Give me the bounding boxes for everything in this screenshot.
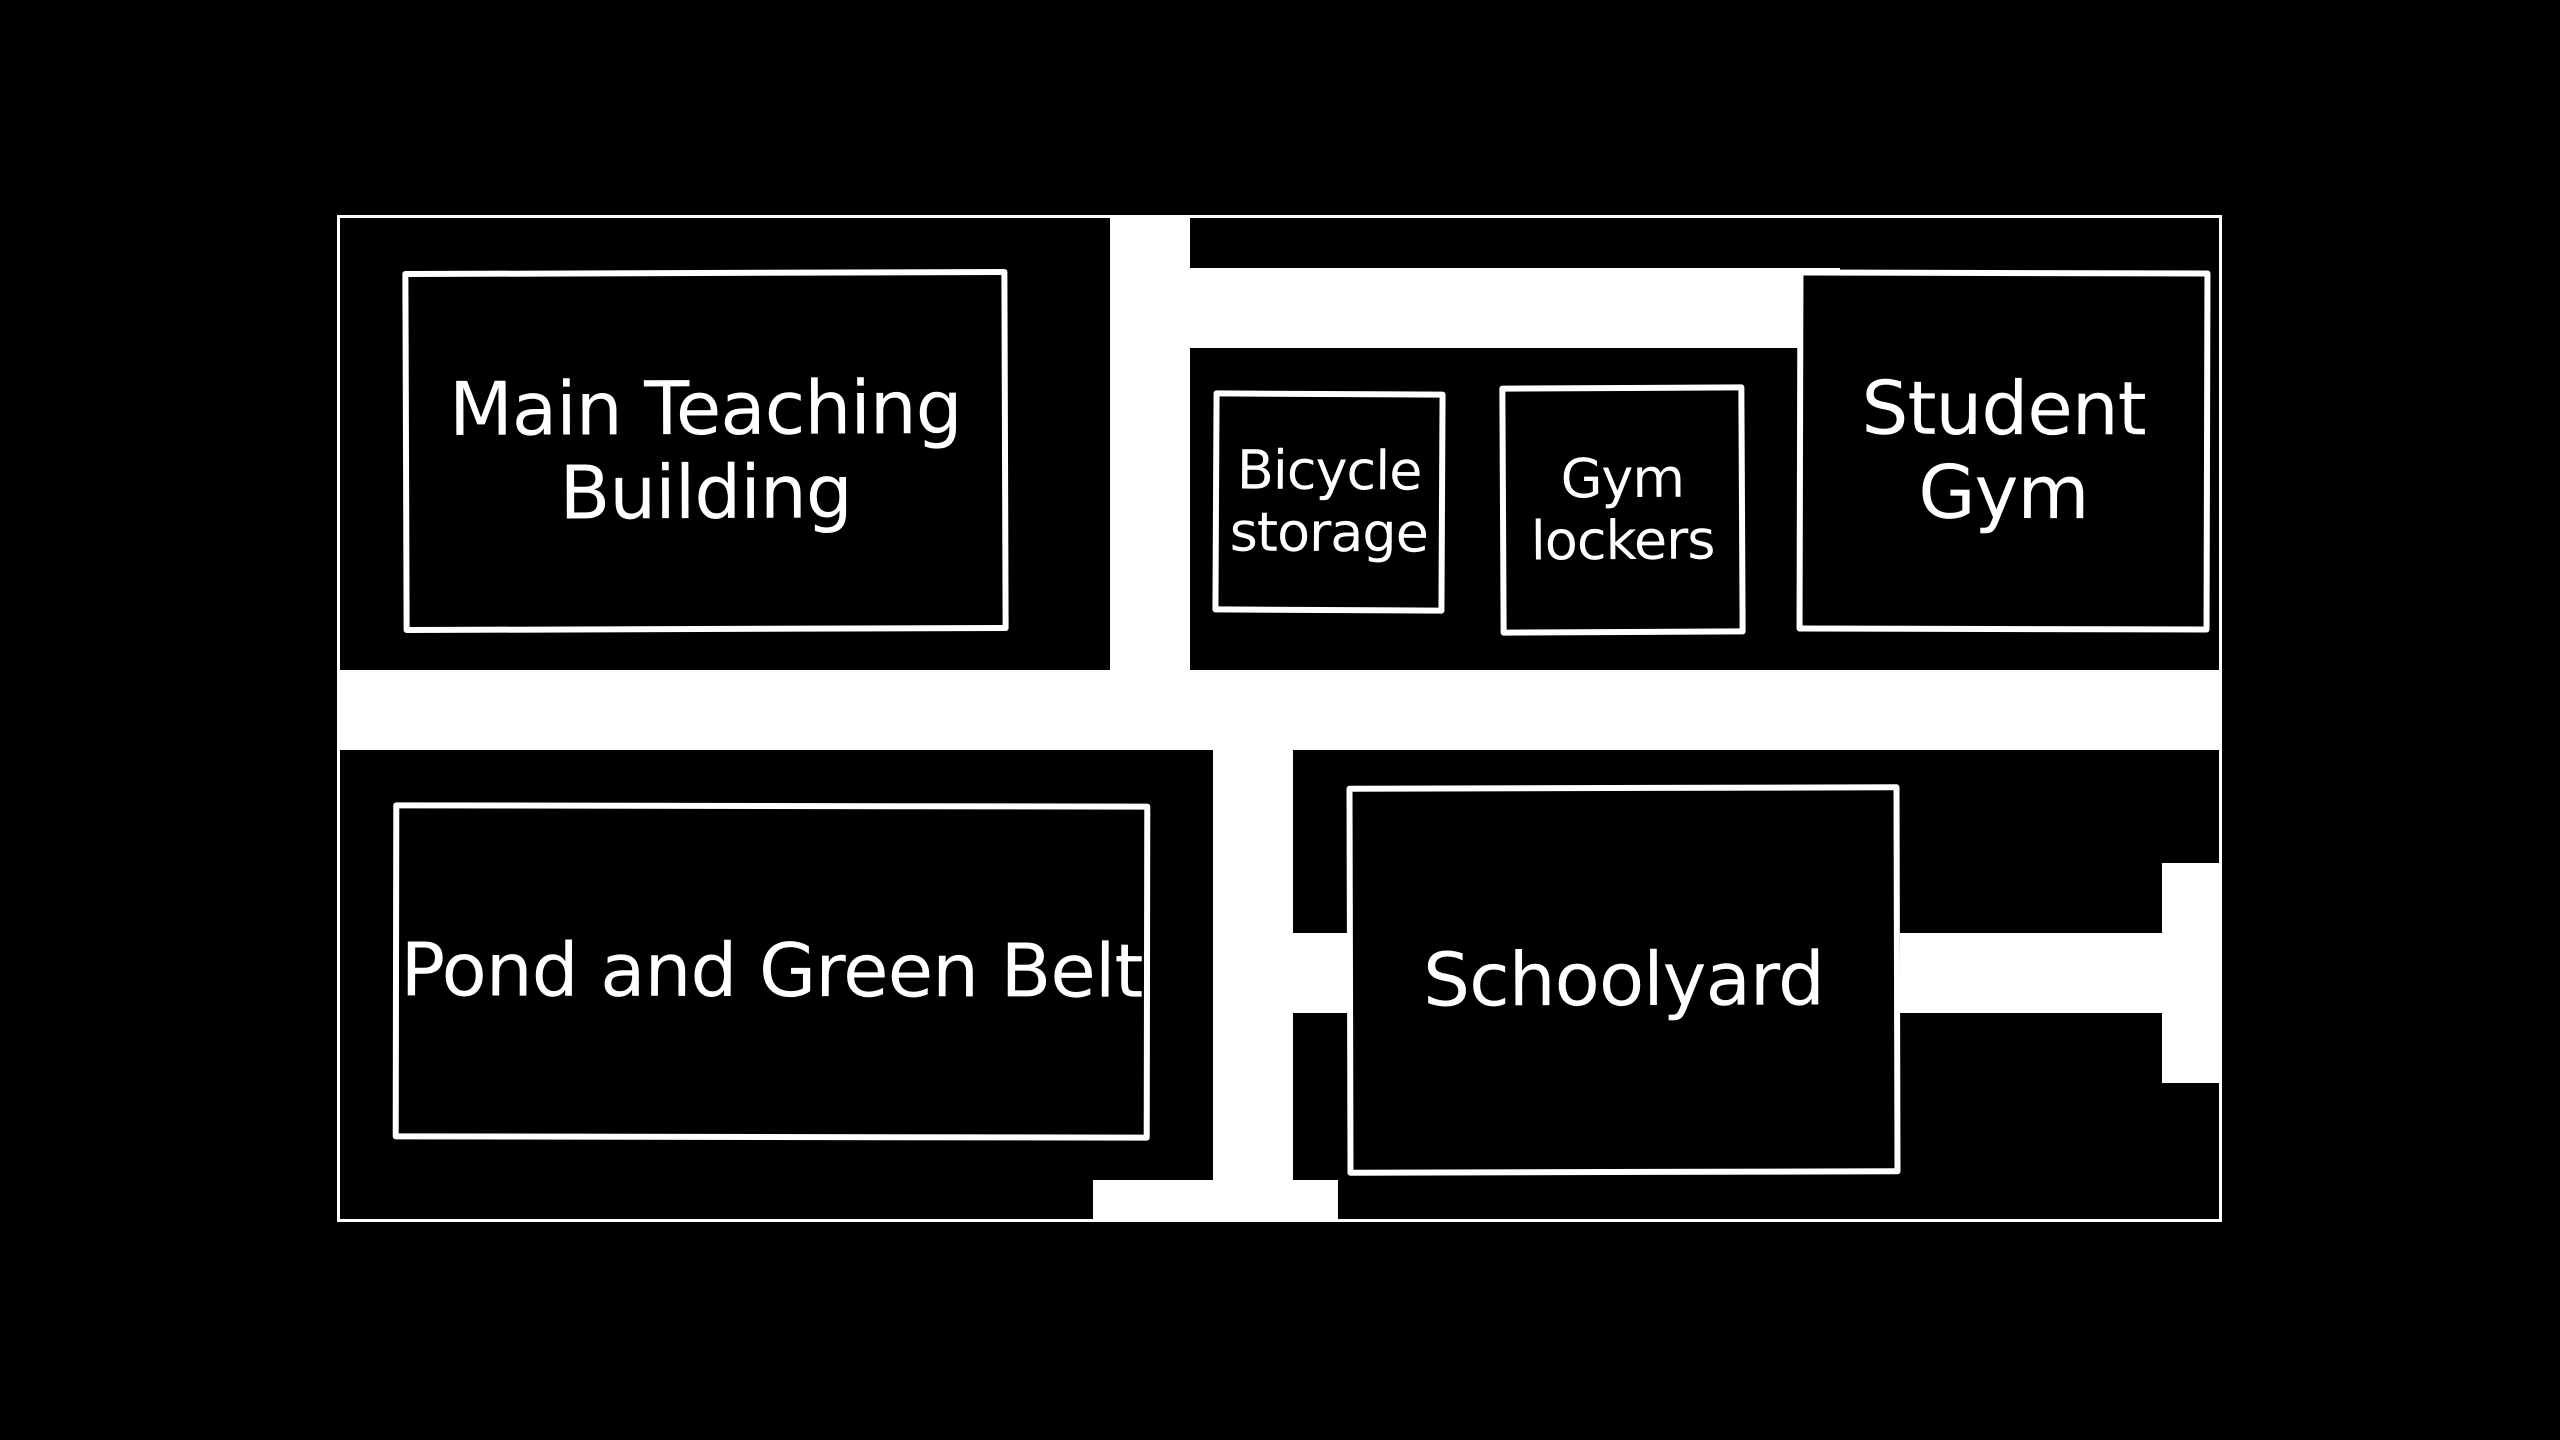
- road-east-gate: [2162, 863, 2222, 1083]
- road-vertical-south: [1213, 750, 1293, 1222]
- pond-and-green-belt-label: Pond and Green Belt: [400, 927, 1143, 1015]
- gym-lockers-label: Gym lockers: [1530, 447, 1715, 573]
- campus-map: Main Teaching Building Bicycle storage G…: [337, 215, 2222, 1222]
- gym-lockers: Gym lockers: [1499, 384, 1746, 636]
- road-vertical-north: [1110, 218, 1190, 670]
- pond-and-green-belt: Pond and Green Belt: [392, 802, 1151, 1141]
- road-schoolyard-west: [1293, 933, 1353, 1013]
- bicycle-storage-label: Bicycle storage: [1229, 438, 1429, 565]
- road-south-gate: [1093, 1180, 1338, 1222]
- schoolyard: Schoolyard: [1346, 784, 1901, 1176]
- main-teaching-building-label: Main Teaching Building: [448, 364, 962, 537]
- student-gym-label: Student Gym: [1861, 365, 2146, 537]
- road-horizontal-north: [1190, 268, 1840, 348]
- student-gym: Student Gym: [1796, 269, 2211, 633]
- road-horizontal-main: [340, 670, 2222, 750]
- main-teaching-building: Main Teaching Building: [402, 268, 1009, 634]
- schoolyard-label: Schoolyard: [1422, 936, 1825, 1024]
- bicycle-storage: Bicycle storage: [1212, 390, 1446, 614]
